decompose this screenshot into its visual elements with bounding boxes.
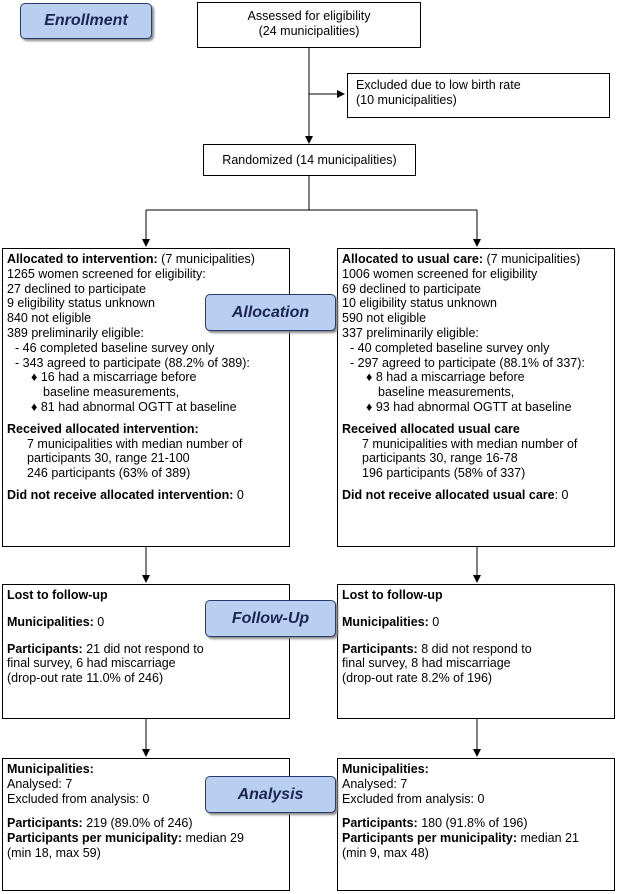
- usual-received-line: 196 participants (58% of 337): [362, 466, 526, 481]
- diamond-bullet-icon: ♦: [31, 370, 41, 385]
- int-an-excluded: Excluded from analysis: 0: [7, 791, 150, 806]
- usual-followup-box: Lost to follow-up Municipalities: 0 Part…: [337, 584, 615, 719]
- int-line: 389 preliminarily eligible:: [7, 325, 144, 340]
- usual-an-analysed: Analysed: 7: [342, 776, 408, 791]
- usual-alloc-title: Allocated to usual care: (7 municipaliti…: [342, 252, 581, 266]
- int-an-ppm-range: (min 18, max 59): [7, 845, 101, 860]
- stage-label-followup: Follow-Up: [205, 600, 336, 637]
- int-fu-line: (drop-out rate 11.0% of 246): [7, 671, 164, 686]
- assessed-line2: (24 municipalities): [258, 24, 360, 38]
- excluded-box: Excluded due to low birth rate (10 munic…: [347, 73, 610, 118]
- int-an-analysed: Analysed: 7: [7, 776, 73, 791]
- usual-an-ppm: Participants per municipality: median 21: [342, 831, 579, 846]
- int-received-line: participants 30, range 21-100: [27, 451, 190, 466]
- usual-sub1: - 40 completed baseline survey only: [350, 340, 550, 355]
- assessed-box: Assessed for eligibility (24 municipalit…: [197, 2, 421, 48]
- usual-sub2: - 297 agreed to participate (88.1% of 33…: [350, 355, 585, 370]
- int-an-participants: Participants: 219 (89.0% of 246): [7, 816, 193, 831]
- usual-received-title: Received allocated usual care: [342, 421, 520, 436]
- assessed-line1: Assessed for eligibility: [247, 9, 371, 23]
- int-received-line: 246 participants (63% of 389): [27, 466, 191, 481]
- usual-fu-line: (drop-out rate 8.2% of 196): [342, 671, 493, 686]
- usual-received-line: participants 30, range 16-78: [362, 451, 518, 466]
- usual-received-line: 7 municipalities with median number of: [362, 436, 578, 451]
- int-fu-municipalities: Municipalities: 0: [7, 614, 105, 629]
- excluded-line1: Excluded due to low birth rate: [356, 78, 521, 92]
- int-not-received: Did not receive allocated intervention: …: [7, 487, 244, 502]
- int-line: 9 eligibility status unknown: [7, 296, 155, 311]
- int-lost-title: Lost to follow-up: [7, 588, 108, 602]
- usual-allocation-box: Allocated to usual care: (7 municipaliti…: [337, 248, 615, 547]
- usual-fu-participants: Participants: 8 did not respond to: [342, 641, 532, 656]
- usual-fu-municipalities: Municipalities: 0: [342, 614, 440, 629]
- int-received-title: Received allocated intervention:: [7, 421, 199, 436]
- int-an-municipalities: Municipalities:: [7, 762, 94, 776]
- usual-line: 69 declined to participate: [342, 281, 481, 296]
- diamond-bullet-icon: ♦: [366, 399, 376, 414]
- stage-label-analysis: Analysis: [205, 776, 336, 813]
- int-bullet1: ♦ 16 had a miscarriage before: [31, 370, 197, 385]
- usual-bullet1-cont: baseline measurements,: [378, 385, 515, 400]
- usual-lost-title: Lost to follow-up: [342, 588, 443, 602]
- int-an-ppm: Participants per municipality: median 29: [7, 831, 244, 846]
- usual-line: 590 not eligible: [342, 311, 427, 326]
- usual-an-participants: Participants: 180 (91.8% of 196): [342, 816, 528, 831]
- int-alloc-title: Allocated to intervention: (7 municipali…: [7, 252, 255, 266]
- usual-an-ppm-range: (min 9, max 48): [342, 845, 429, 860]
- int-line: 840 not eligible: [7, 311, 92, 326]
- usual-an-municipalities: Municipalities:: [342, 762, 429, 776]
- int-received-line: 7 municipalities with median number of: [27, 436, 243, 451]
- usual-an-excluded: Excluded from analysis: 0: [342, 791, 485, 806]
- int-bullet1-cont: baseline measurements,: [43, 385, 180, 400]
- randomized-box: Randomized (14 municipalities): [203, 144, 416, 176]
- usual-fu-line: final survey, 8 had miscarriage: [342, 656, 511, 671]
- int-line: 27 declined to participate: [7, 281, 146, 296]
- diamond-bullet-icon: ♦: [366, 370, 376, 385]
- stage-label-allocation: Allocation: [205, 294, 336, 331]
- int-fu-participants: Participants: 21 did not respond to: [7, 641, 204, 656]
- int-line: 1265 women screened for eligibility:: [7, 266, 206, 281]
- usual-bullet2: ♦ 93 had abnormal OGTT at baseline: [366, 399, 572, 414]
- int-bullet2: ♦ 81 had abnormal OGTT at baseline: [31, 399, 237, 414]
- usual-line: 10 eligibility status unknown: [342, 296, 497, 311]
- usual-analysis-box: Municipalities: Analysed: 7 Excluded fro…: [337, 758, 615, 891]
- intervention-allocation-box: Allocated to intervention: (7 municipali…: [2, 248, 290, 547]
- usual-not-received: Did not receive allocated usual care: 0: [342, 487, 569, 502]
- usual-bullet1: ♦ 8 had a miscarriage before: [366, 370, 525, 385]
- usual-line: 337 preliminarily eligible:: [342, 325, 479, 340]
- usual-line: 1006 women screened for eligibility: [342, 266, 538, 281]
- int-fu-line: final survey, 6 had miscarriage: [7, 656, 176, 671]
- int-sub1: - 46 completed baseline survey only: [15, 340, 215, 355]
- stage-label-enrollment: Enrollment: [20, 3, 152, 39]
- int-sub2: - 343 agreed to participate (88.2% of 38…: [15, 355, 250, 370]
- diamond-bullet-icon: ♦: [31, 399, 41, 414]
- excluded-line2: (10 municipalities): [356, 93, 457, 107]
